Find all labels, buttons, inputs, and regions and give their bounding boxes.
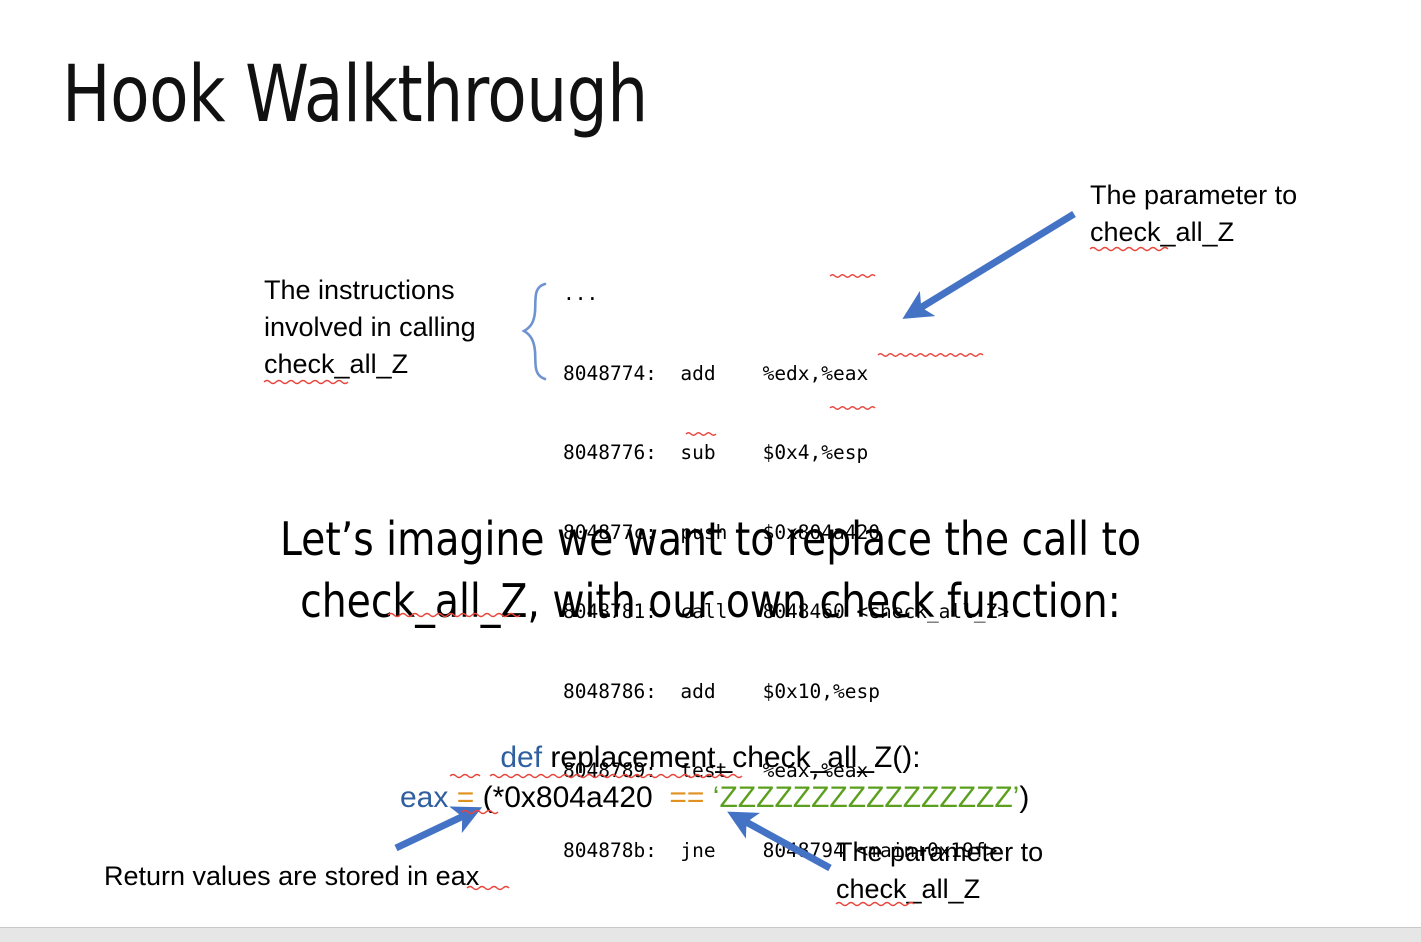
asm-line-8048786: 8048786: add $0x10,%esp (563, 679, 880, 703)
asm-line-ellipsis-top: ... (563, 282, 599, 305)
code-line-def: def replacement_check_all_Z(): (0, 738, 1421, 778)
asm-line-8048781: 8048781: call 8048460 <check_all_Z> (563, 600, 1010, 623)
code-operator-compare: == (669, 781, 705, 814)
code-line-assignment: eax = (*0x804a420 == ‘ZZZZZZZZZZZZZZZZ’) (0, 778, 1421, 818)
middle-statement: Let’s imagine we want to replace the cal… (36, 508, 1386, 632)
code-variable-eax: eax (399, 781, 449, 814)
annotation-instructions-involved: The instructions involved in calling che… (264, 275, 476, 379)
asm-line-804877c: 804877c: push $0x804a420 (563, 520, 880, 544)
middle-statement-line2: check_all_Z, with our own check function… (300, 574, 1121, 628)
code-string-literal: ‘ZZZZZZZZZZZZZZZZ’ (712, 781, 1020, 814)
code-deref-address: (*0x804a420 (482, 781, 653, 814)
middle-statement-line1: Let’s imagine we want to replace the cal… (280, 512, 1141, 566)
page-title: Hook Walkthrough (62, 50, 648, 140)
annotation-parameter-top: The parameter to check_all_Z (1090, 180, 1298, 247)
annotation-return-values: Return values are stored in eax (104, 861, 480, 891)
code-operator-assign: = (456, 781, 475, 814)
python-code-block: def replacement_check_all_Z(): eax = (*0… (0, 738, 1421, 818)
bottom-chrome-strip (0, 927, 1421, 942)
code-function-signature: replacement_check_all_Z(): (542, 741, 921, 774)
asm-line-8048776: 8048776: sub $0x4,%esp (563, 441, 869, 464)
annotation-parameter-bottom: The parameter to check_all_Z (836, 837, 1044, 904)
code-keyword-def: def (500, 741, 543, 774)
asm-line-ellipsis-bottom: ... (563, 917, 1009, 927)
curly-brace-instructions (521, 282, 547, 381)
code-close-paren: ) (1019, 781, 1030, 814)
asm-line-8048774: 8048774: add %edx,%eax (563, 361, 869, 385)
